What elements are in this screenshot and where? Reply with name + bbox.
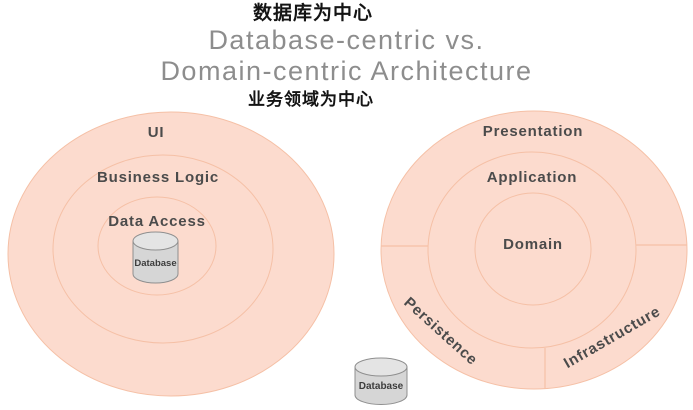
database-cylinder-icon: Database xyxy=(132,231,179,284)
data-access-ring-label: Data Access xyxy=(108,213,205,230)
external-database-cylinder-icon: Database xyxy=(354,357,408,405)
cylinder-body xyxy=(354,366,408,405)
page-title: Database-centric vs. Domain-centric Arch… xyxy=(0,25,693,87)
application-ring xyxy=(427,151,637,349)
presentation-ring xyxy=(380,110,688,390)
application-ring-label: Application xyxy=(487,169,577,186)
domain-centric-diagram: Presentation Application Domain Persiste… xyxy=(380,110,688,390)
business-logic-ring xyxy=(52,154,274,344)
cylinder-top xyxy=(354,357,408,377)
ui-ring-label: UI xyxy=(148,124,165,141)
presentation-ring-label: Presentation xyxy=(483,123,583,140)
cylinder-top xyxy=(132,231,179,251)
business-logic-ring-label: Business Logic xyxy=(97,169,219,186)
domain-circle-label: Domain xyxy=(503,236,563,253)
external-database-cylinder-label: Database xyxy=(359,381,404,392)
domain-centric-chinese-annotation: 业务领域为中心 xyxy=(248,90,374,109)
title-line-1: Database-centric vs. xyxy=(208,25,485,55)
data-access-ring xyxy=(97,196,217,296)
title-line-2: Domain-centric Architecture xyxy=(160,56,533,86)
database-cylinder-label: Database xyxy=(134,258,176,269)
cylinder-body xyxy=(132,240,179,284)
database-centric-diagram: UI Business Logic Data Access Database xyxy=(7,111,335,397)
domain-circle xyxy=(474,192,592,306)
database-centric-chinese-annotation: 数据库为中心 xyxy=(252,3,373,24)
